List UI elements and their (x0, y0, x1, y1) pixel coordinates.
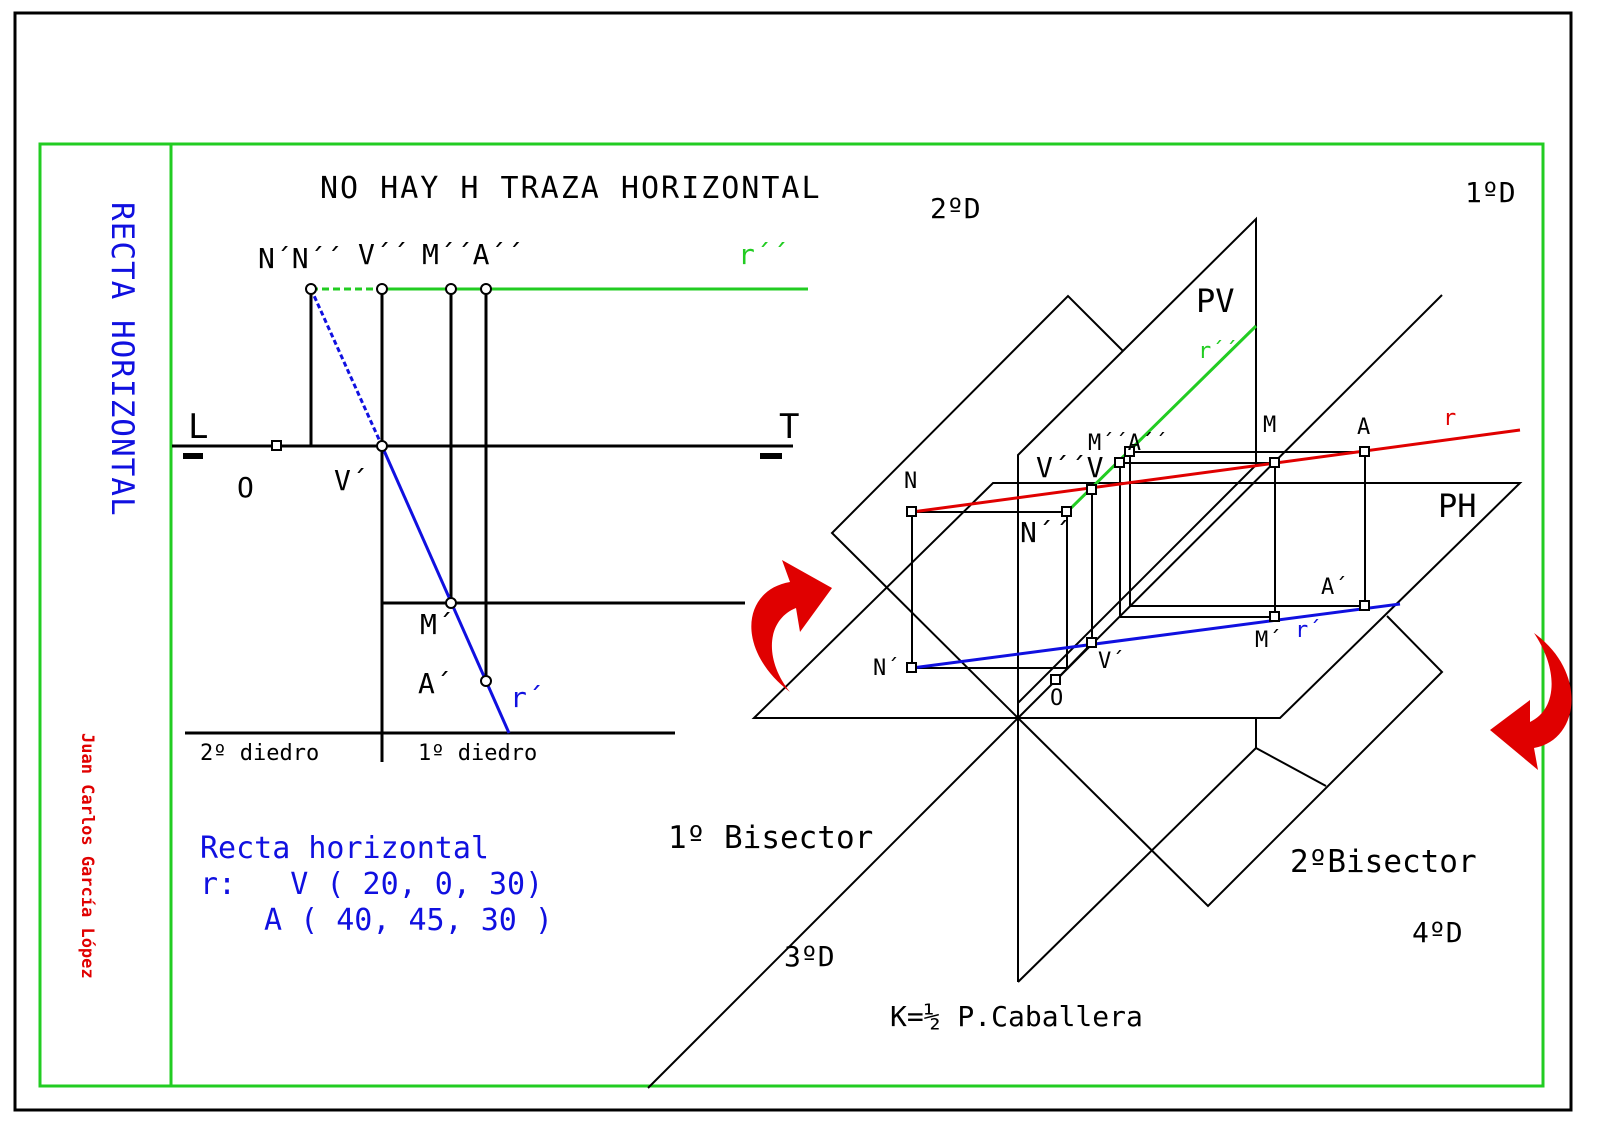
bisector1-plane-lower-r (1255, 747, 1327, 787)
a1-point (480, 675, 492, 687)
a2-point (480, 283, 492, 295)
rotation-arrow-right-icon (1490, 633, 1572, 770)
label-m1-3d: M´ (1255, 628, 1282, 653)
v1-point (376, 440, 388, 452)
outer-border (13, 11, 1573, 1112)
data-block-title: Recta horizontal (200, 831, 489, 866)
n1-point-3d (906, 662, 917, 673)
a-point-3d (1359, 446, 1370, 457)
label-m1: M´ (420, 608, 454, 641)
label-T: T (779, 407, 799, 447)
v1-point-3d (1086, 637, 1097, 648)
n2-point-3d (1061, 506, 1072, 517)
label-v1: V´ (334, 464, 368, 497)
label-m2-a2: M´´A´´ (422, 238, 523, 271)
label-ph: PH (1438, 487, 1477, 525)
a2-point-3d (1124, 446, 1135, 457)
label-bisector1: 1º Bisector (668, 820, 873, 856)
label-m-3d: M (1263, 413, 1276, 438)
sidebar-author: Juan Carlos García López (77, 733, 97, 979)
pv-lower-diag (1017, 747, 1257, 983)
label-bisector2: 2ºBisector (1290, 844, 1477, 880)
perspective-view: 2ºD 1ºD 3ºD 4ºD PV PH r´´ r r´ N N´´ N´ … (647, 176, 1572, 1089)
label-r1-3d: r´ (1295, 618, 1322, 643)
label-n1-3d: N´ (873, 656, 900, 681)
data-block-line2: A ( 40, 45, 30 ) (264, 903, 553, 938)
label-pv: PV (1196, 282, 1235, 320)
header-note: NO HAY H TRAZA HORIZONTAL (320, 171, 822, 206)
r1-line-dashed (309, 288, 384, 447)
label-second-dihedral: 2º diedro (200, 741, 319, 766)
label-n2-3d: N´´ (1020, 516, 1071, 549)
data-block: Recta horizontal r: V ( 20, 0, 30) A ( 4… (200, 831, 553, 938)
label-o-3d: O (1050, 686, 1063, 711)
bisector1-plane-lower (647, 717, 1019, 1089)
label-a1-3d: A´ (1321, 575, 1348, 600)
label-v2: V´´ (358, 238, 409, 271)
label-2d: 2ºD (930, 192, 981, 225)
o-to-v1 (1055, 642, 1093, 681)
m1-point-3d (1269, 611, 1280, 622)
label-a1: A´ (418, 667, 452, 700)
m1-point (445, 597, 457, 609)
m2-point (445, 283, 457, 295)
r2-line-3d (1065, 324, 1258, 514)
m-point-3d (1269, 457, 1280, 468)
label-v1-3d: V´ (1098, 649, 1125, 674)
label-n-3d: N (904, 469, 917, 494)
label-r2: r´´ (738, 238, 789, 271)
label-n-n2: N´N´´ (258, 242, 342, 275)
origin-point (271, 440, 282, 451)
data-block-line1: r: V ( 20, 0, 30) (200, 867, 543, 902)
label-1d: 1ºD (1465, 176, 1516, 209)
sidebar-title: RECTA HORIZONTAL (104, 202, 140, 517)
v2-point (376, 283, 388, 295)
label-4d: 4ºD (1412, 916, 1463, 949)
a1-point-3d (1359, 600, 1370, 611)
label-m2a2-3d: M´´A´´ (1088, 431, 1167, 456)
v-point-3d (1086, 484, 1097, 495)
label-a-3d: A (1357, 415, 1370, 440)
label-v2v-3d: V´´V (1036, 451, 1104, 484)
plane-ph (751, 482, 1523, 719)
n-point (305, 283, 317, 295)
label-r-3d: r (1443, 406, 1456, 431)
o-point-3d (1050, 674, 1061, 685)
green-frame (38, 142, 1545, 1088)
label-scale: K=½ P.Caballera (890, 1000, 1143, 1033)
r1-line-3d (911, 602, 1401, 670)
label-r1: r´ (510, 681, 544, 714)
m2-point-3d (1114, 457, 1125, 468)
label-3d: 3ºD (784, 940, 835, 973)
label-O: O (237, 471, 254, 504)
n-point-3d (906, 506, 917, 517)
dihedral-view: N´N´´ V´´ M´´A´´ r´´ L T O V´ M´ A´ r´ 2… (172, 238, 808, 766)
label-r2-3d: r´´ (1198, 339, 1238, 364)
rotation-arrow-left-icon (751, 560, 832, 692)
label-L: L (188, 407, 208, 447)
r-line-3d (911, 428, 1521, 514)
label-first-dihedral: 1º diedro (418, 741, 537, 766)
